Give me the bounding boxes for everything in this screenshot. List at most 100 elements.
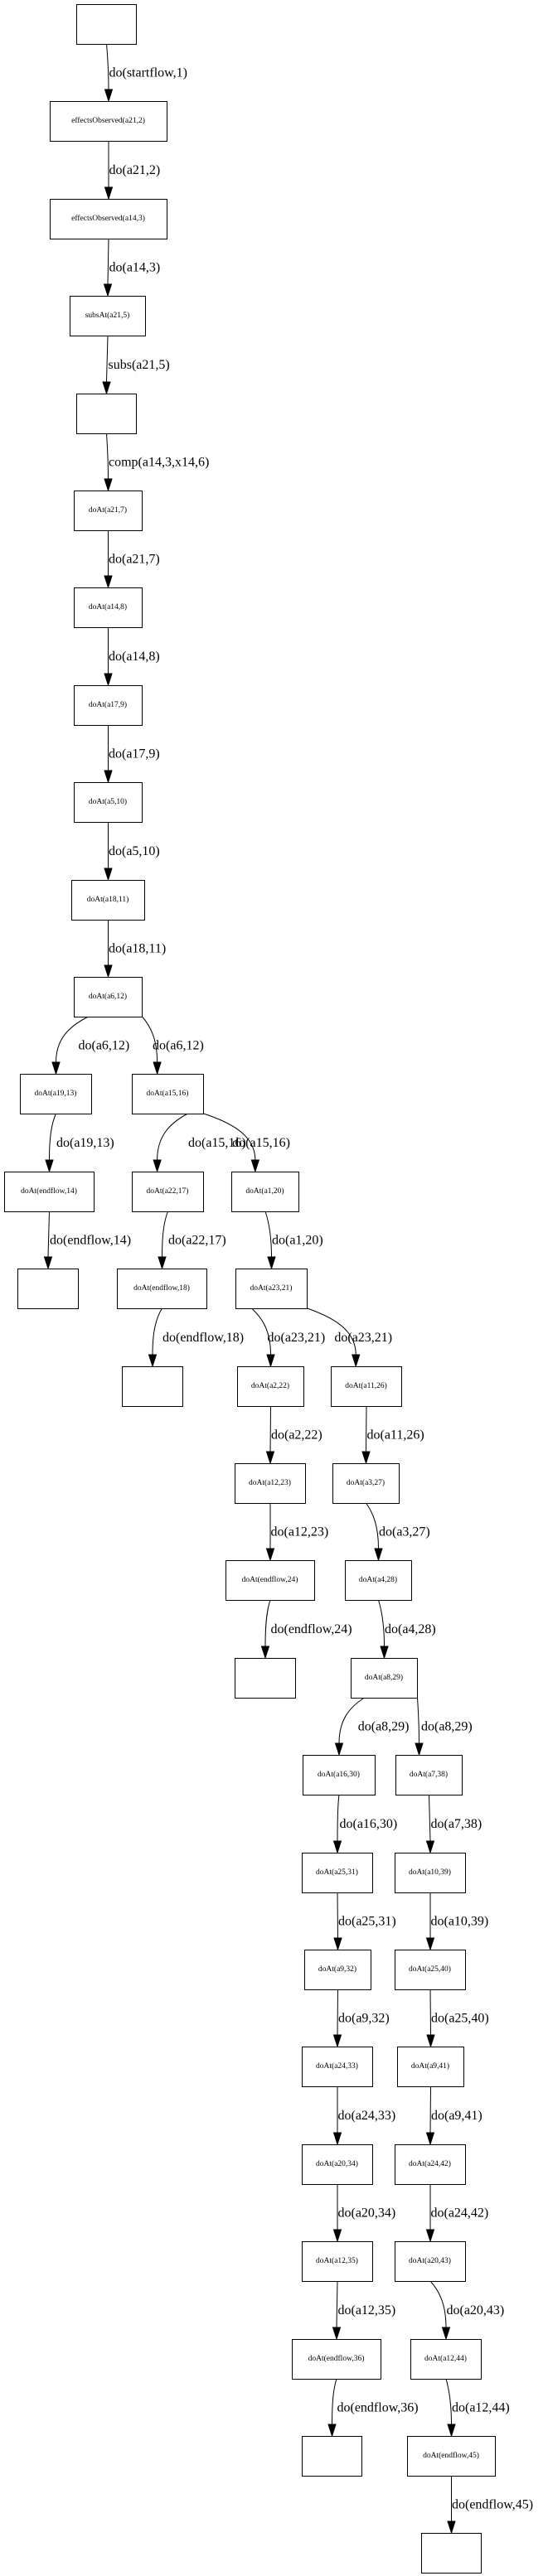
node-label: doAt(a8,29) [365, 1673, 403, 1682]
node-box [331, 1366, 402, 1407]
edge-line [332, 2378, 337, 2425]
edge-label: do(a25,31) [338, 1915, 396, 1929]
edge-label: do(a24,42) [431, 2206, 489, 2221]
graph-edge: do(startflow,1) [104, 43, 188, 103]
node-box [231, 1172, 299, 1212]
graph-edge: do(a19,13) [45, 1113, 114, 1173]
arrowhead-icon [250, 1159, 260, 1173]
edge-line [269, 1405, 271, 1452]
graph-edge: do(a15,16) [203, 1113, 290, 1173]
edge-label: do(a16,30) [340, 1817, 398, 1831]
edge-label: do(startflow,1) [109, 66, 188, 80]
node-box [4, 1172, 95, 1212]
edge-label: do(a12,23) [271, 1525, 329, 1539]
edge-label: do(a8,29) [421, 1720, 473, 1734]
edge-label: do(a20,34) [338, 2206, 396, 2221]
edge-label: do(a21,7) [109, 553, 160, 567]
graph-node: doAt(a17,9) [74, 685, 143, 726]
arrowhead-icon [352, 1354, 361, 1368]
edge-label: do(a19,13) [56, 1136, 114, 1150]
node-label: doAt(a25,31) [316, 1868, 358, 1877]
node-label: doAt(a19,13) [35, 1089, 77, 1098]
graph-node: doAt(a21,7) [74, 491, 143, 531]
graph-node: doAt(a9,41) [397, 2047, 464, 2087]
edge-label: do(a15,16) [188, 1136, 246, 1150]
node-label: doAt(a7,38) [410, 1770, 448, 1779]
arrowhead-icon [104, 673, 113, 687]
node-box [50, 101, 167, 142]
edge-line [142, 1016, 158, 1063]
edge-line [337, 1892, 338, 1939]
arrowhead-icon [104, 964, 113, 979]
edge-line [47, 1211, 50, 1258]
graph-edge: do(a15,16) [153, 1113, 246, 1173]
node-box [117, 1269, 207, 1309]
node-box [17, 1269, 79, 1309]
graph-node: doAt(a20,34) [302, 2144, 373, 2185]
node-box [302, 1853, 373, 1893]
node-box [351, 1658, 418, 1699]
edge-line [366, 1502, 379, 1549]
node-box [50, 199, 167, 239]
node-box [74, 491, 143, 531]
node-label: doAt(a25,40) [409, 1965, 451, 1974]
graph-edge: do(a6,12) [51, 1016, 129, 1075]
node-label: subsAt(a21,5) [85, 311, 130, 320]
graph-node: doAt(a10,39) [395, 1853, 466, 1893]
arrowhead-icon [104, 868, 113, 882]
edge-line [56, 1016, 89, 1063]
arrowhead-icon [104, 89, 114, 103]
edge-label: do(a9,32) [338, 2012, 390, 2026]
graph-edge: do(a24,33) [332, 2086, 395, 2146]
node-box [395, 2144, 466, 2185]
arrowhead-icon [425, 2132, 435, 2146]
graph-edge: do(a1,20) [264, 1211, 323, 1270]
graph-node: doAt(a25,40) [395, 1950, 466, 1990]
node-label: doAt(a18,11) [87, 895, 129, 904]
arrowhead-icon [265, 1548, 275, 1562]
node-box [235, 1658, 296, 1699]
node-box [303, 1755, 376, 1795]
graph-edge: do(a16,30) [332, 1794, 398, 1854]
graph-edge: do(a23,21) [251, 1307, 326, 1368]
node-label: doAt(a20,43) [409, 2256, 451, 2265]
node-box [70, 296, 146, 336]
edge-line [107, 238, 109, 285]
node-box [332, 1463, 400, 1504]
arrowhead-icon [43, 1256, 53, 1270]
graph-node: doAt(a11,26) [331, 1366, 402, 1407]
node-box [302, 2144, 373, 2185]
node-box [395, 2241, 466, 2282]
graph-node: doAt(a23,21) [235, 1269, 308, 1309]
graph-edge: do(a17,9) [104, 725, 160, 784]
graph-edge: do(a4,28) [378, 1599, 436, 1660]
node-label: doAt(a3,27) [347, 1478, 385, 1487]
node-box [304, 1950, 371, 1990]
edge-line [429, 2085, 431, 2134]
node-label: doAt(a23,21) [250, 1283, 293, 1293]
graph-edge: do(endflow,36) [327, 2378, 419, 2438]
node-label: doAt(endflow,24) [242, 1575, 298, 1584]
graph-edge: do(a5,10) [104, 822, 160, 882]
arrowhead-icon [332, 2034, 342, 2048]
node-label: doAt(endflow,45) [423, 2451, 479, 2460]
node-label: effectsObserved(a14,3) [71, 214, 145, 223]
graph-edge: do(a14,8) [104, 627, 160, 687]
node-label: doAt(a5,10) [89, 797, 127, 806]
edge-label: do(a17,9) [109, 747, 160, 761]
edge-label: do(a9,41) [431, 2109, 483, 2123]
node-box [76, 4, 137, 45]
node-label: doAt(endflow,36) [308, 2354, 365, 2363]
graph-node: doAt(a22,17) [132, 1172, 204, 1212]
node-label: doAt(a17,9) [89, 700, 127, 709]
graph-node: doAt(a3,27) [332, 1463, 400, 1504]
graph-edge: do(a2,22) [265, 1405, 322, 1465]
node-label: doAt(a9,41) [411, 2061, 449, 2071]
node-label: doAt(endflow,14) [21, 1187, 77, 1196]
edge-label: do(a23,21) [268, 1331, 326, 1345]
edge-line [152, 1307, 162, 1356]
graph-node: doAt(a7,38) [395, 1755, 463, 1795]
arrowhead-icon [267, 1256, 276, 1270]
edges-layer: do(startflow,1)do(a21,2)do(a14,3)subs(a2… [43, 43, 533, 2535]
graph-edge: do(a6,12) [142, 1016, 204, 1075]
